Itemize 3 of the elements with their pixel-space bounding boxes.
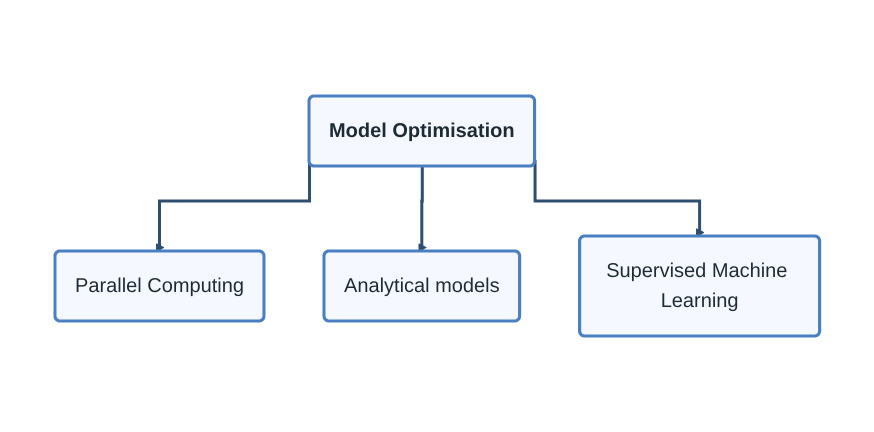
arrow	[533, 160, 704, 237]
arrow	[418, 166, 426, 252]
arrow	[155, 162, 311, 252]
